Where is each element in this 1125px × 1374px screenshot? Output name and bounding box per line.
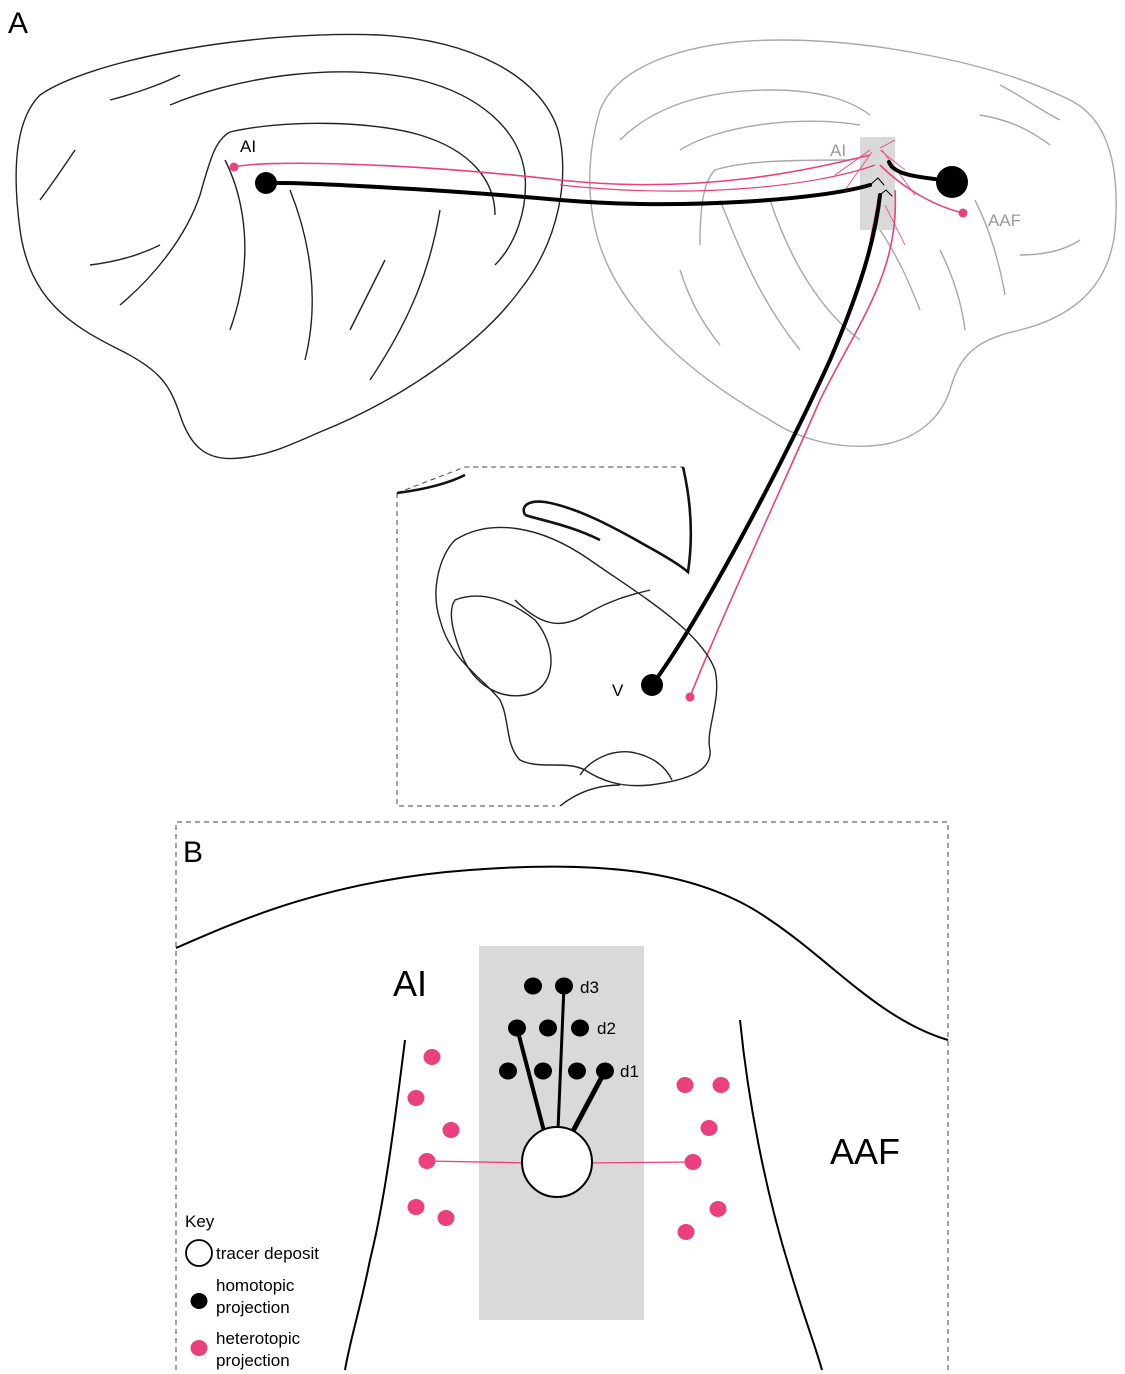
left-hemisphere-outline [16,34,563,458]
left-sulcus [370,210,440,380]
right-sulcus [620,90,870,140]
heterotopic-dot [424,1049,441,1065]
legend-pink-dot-symbol [191,1340,208,1356]
depth-label-d3: d3 [580,978,599,997]
homotopic-dot [568,1063,586,1080]
heterotopic-dot [678,1224,695,1240]
homotopic-dot [534,1063,552,1080]
right-hemisphere [590,40,1116,446]
panel-b-letter: B [183,836,203,869]
pink-dot-aaf [959,209,968,218]
section-upper-flap [397,467,691,572]
pink-callosal-projection [235,155,870,185]
section-outline [436,527,717,785]
sulcus-left-wall [345,1040,405,1370]
depth-label-d2: d2 [597,1019,616,1038]
legend-title: Key [185,1212,215,1231]
heterotopic-dot [443,1122,460,1138]
right-sulcus [1020,240,1080,255]
homotopic-dot [508,1020,526,1037]
left-sulcus [290,190,312,360]
panel-a-letter: A [8,7,28,40]
right-sulcus [940,250,965,330]
left-sulcus [110,75,180,100]
left-sulcus [170,72,525,265]
panel-a: A [8,7,1116,806]
sulcus-right-wall [740,1020,822,1370]
heterotopic-dot [713,1077,730,1093]
left-hemisphere [16,34,563,458]
heterotopic-dot [408,1199,425,1215]
left-sulcus [120,195,200,305]
left-sulcus [40,150,75,200]
heterotopic-dot [438,1210,455,1226]
legend-homotopic-line2: projection [216,1298,290,1317]
right-hemisphere-outline [590,40,1116,446]
right-sulcus [720,200,800,350]
legend: Key tracer deposit homotopic projection … [185,1212,319,1370]
homotopic-dot [571,1020,589,1037]
panel-b-ai-label: AI [393,963,427,1004]
left-sulcus [90,245,160,265]
right-sulcus [680,270,720,345]
homotopic-projections [266,162,952,685]
black-dot-right-deposit [936,166,968,198]
left-sulcus [225,160,245,330]
heterotopic-dot [419,1153,436,1169]
section-bottom-connector [560,785,620,806]
right-sulcus [1000,85,1060,120]
section-v-label: V [612,681,624,700]
tracer-deposit-circle [522,1127,592,1197]
pink-dot-thalamus [686,693,695,702]
heterotopic-dot [677,1077,694,1093]
pink-dot-left-ai [230,163,239,172]
black-thalamic-projection [652,195,880,685]
legend-open-circle-symbol [186,1240,212,1266]
section-inset: V [397,467,717,806]
legend-heterotopic-line1: heterotopic [216,1329,301,1348]
heterotopic-dot [408,1090,425,1106]
right-sulcus [980,115,1050,145]
right-sulcus [880,230,920,310]
black-dot-left-ai [255,172,277,194]
right-ai-label: AI [830,141,846,160]
depth-label-d1: d1 [620,1062,639,1081]
homotopic-dot [499,1063,517,1080]
heterotopic-dot [685,1154,702,1170]
legend-tracer-deposit-label: tracer deposit [216,1244,319,1263]
legend-homotopic-line1: homotopic [216,1276,295,1295]
legend-heterotopic-line2: projection [216,1351,290,1370]
inset-dashed-frame [397,467,683,806]
heterotopic-dot [701,1120,718,1136]
left-sulcus [350,260,385,330]
section-inner-line [515,590,650,623]
left-ai-label: AI [240,137,256,156]
right-aaf-label: AAF [988,211,1021,230]
section-inner-region [451,596,551,696]
heterotopic-dot [710,1201,727,1217]
panel-b-aaf-label: AAF [830,1131,900,1172]
heterotopic-projections [235,140,963,697]
homotopic-dot [539,1020,557,1037]
black-dot-thalamus [641,674,663,696]
legend-black-dot-symbol [191,1293,208,1309]
homotopic-dot [555,978,573,995]
homotopic-dot [524,978,542,995]
homotopic-dot [596,1063,614,1080]
panel-b: B [176,822,948,1370]
